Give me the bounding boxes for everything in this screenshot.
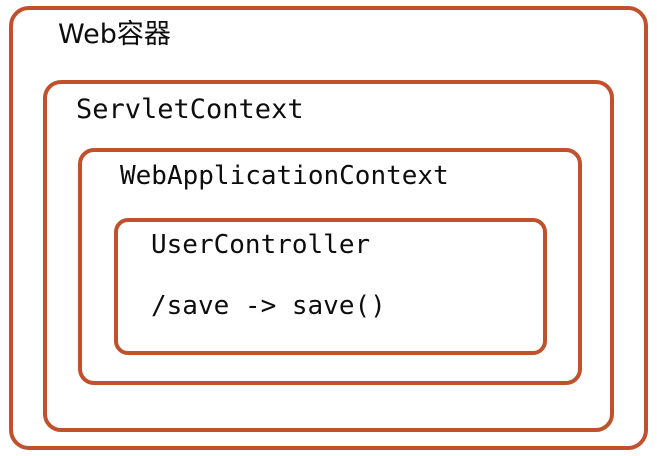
user-controller-box bbox=[114, 218, 547, 355]
user-controller-label: UserController bbox=[151, 230, 371, 260]
servlet-context-label: ServletContext bbox=[76, 94, 304, 125]
web-application-context-label: WebApplicationContext bbox=[120, 161, 449, 191]
web-application-context-box bbox=[78, 148, 582, 385]
web-container-label: Web容器 bbox=[58, 19, 171, 50]
route-mapping-label: /save -> save() bbox=[151, 291, 386, 321]
web-container-box bbox=[9, 6, 648, 450]
servlet-context-box bbox=[43, 80, 614, 432]
